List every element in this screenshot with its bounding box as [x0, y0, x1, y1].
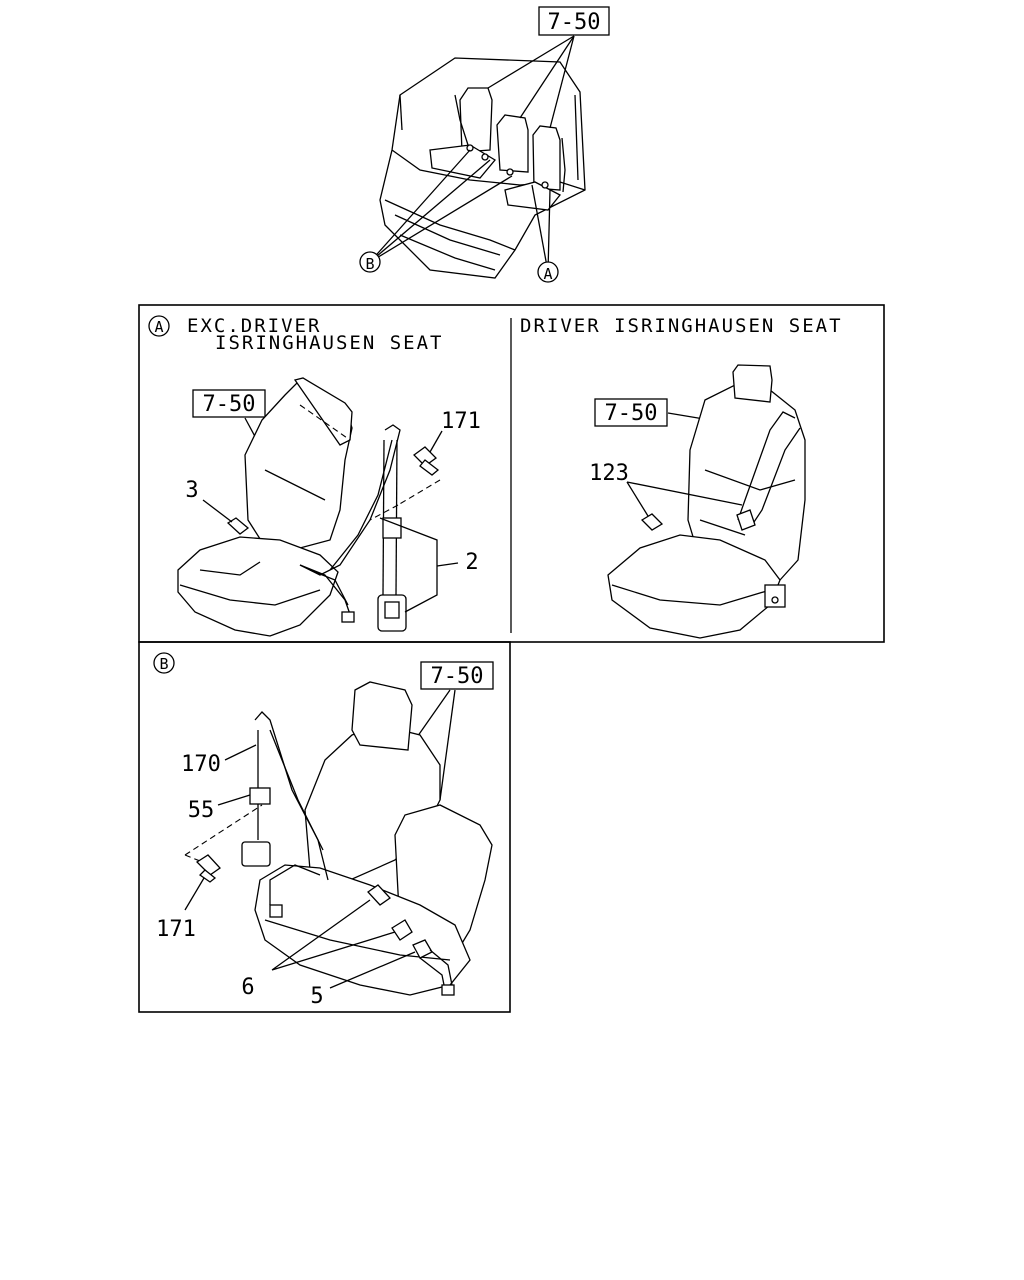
svg-text:7-50: 7-50 — [605, 401, 658, 426]
panel-driver-ref-box[interactable] — [594, 398, 668, 427]
svg-text:B: B — [365, 255, 374, 273]
label-5: 5 — [310, 984, 323, 1009]
svg-text:7-50: 7-50 — [203, 392, 256, 417]
overview-ref-label: 7-50 — [548, 10, 601, 35]
label-6: 6 — [241, 975, 254, 1000]
label-123: 123 — [589, 461, 629, 486]
panel-a-ref-box[interactable] — [192, 389, 266, 418]
panel-a-frame — [138, 304, 885, 643]
overview-callout-b[interactable] — [359, 251, 381, 273]
panel-b-buckle-6b[interactable] — [391, 919, 413, 941]
panel-driver: DRIVER ISRINGHAUSEN SEAT 7-50 123 — [520, 315, 843, 639]
overview-ref-box[interactable] — [538, 6, 610, 36]
svg-text:B: B — [159, 655, 168, 673]
panel-a-title-line2: ISRINGHAUSEN SEAT — [215, 332, 443, 354]
panel-a: A EXC.DRIVER ISRINGHAUSEN SEAT 7-50 — [148, 315, 481, 637]
label-170: 170 — [181, 752, 221, 777]
label-171-a: 171 — [441, 409, 481, 434]
svg-text:7-50: 7-50 — [431, 664, 484, 689]
label-55: 55 — [188, 798, 215, 823]
panel-b-ref-box[interactable] — [420, 661, 494, 690]
panel-b-bolt-171[interactable] — [195, 854, 221, 883]
panel-a-bolt-171[interactable] — [413, 446, 440, 476]
panel-b-buckle-6a[interactable] — [367, 884, 391, 906]
panel-driver-title: DRIVER ISRINGHAUSEN SEAT — [520, 315, 843, 337]
svg-text:A: A — [543, 265, 552, 283]
panel-b-clip-55[interactable] — [249, 787, 271, 805]
panel-a-marker — [148, 315, 170, 337]
panel-a-part-3[interactable] — [226, 517, 250, 535]
panel-b-marker — [153, 652, 175, 674]
driver-buckle-123[interactable] — [640, 513, 664, 531]
cab-overview: 7-50 B A — [359, 6, 610, 283]
label-171-b: 171 — [156, 917, 196, 942]
label-3: 3 — [185, 478, 198, 503]
panel-b-frame — [138, 641, 511, 1013]
panel-b: B 7-50 — [153, 652, 494, 1009]
panel-a-title-line1: EXC.DRIVER — [187, 315, 321, 337]
label-2: 2 — [465, 550, 478, 575]
svg-text:A: A — [154, 318, 163, 336]
overview-callout-a[interactable] — [537, 261, 559, 283]
